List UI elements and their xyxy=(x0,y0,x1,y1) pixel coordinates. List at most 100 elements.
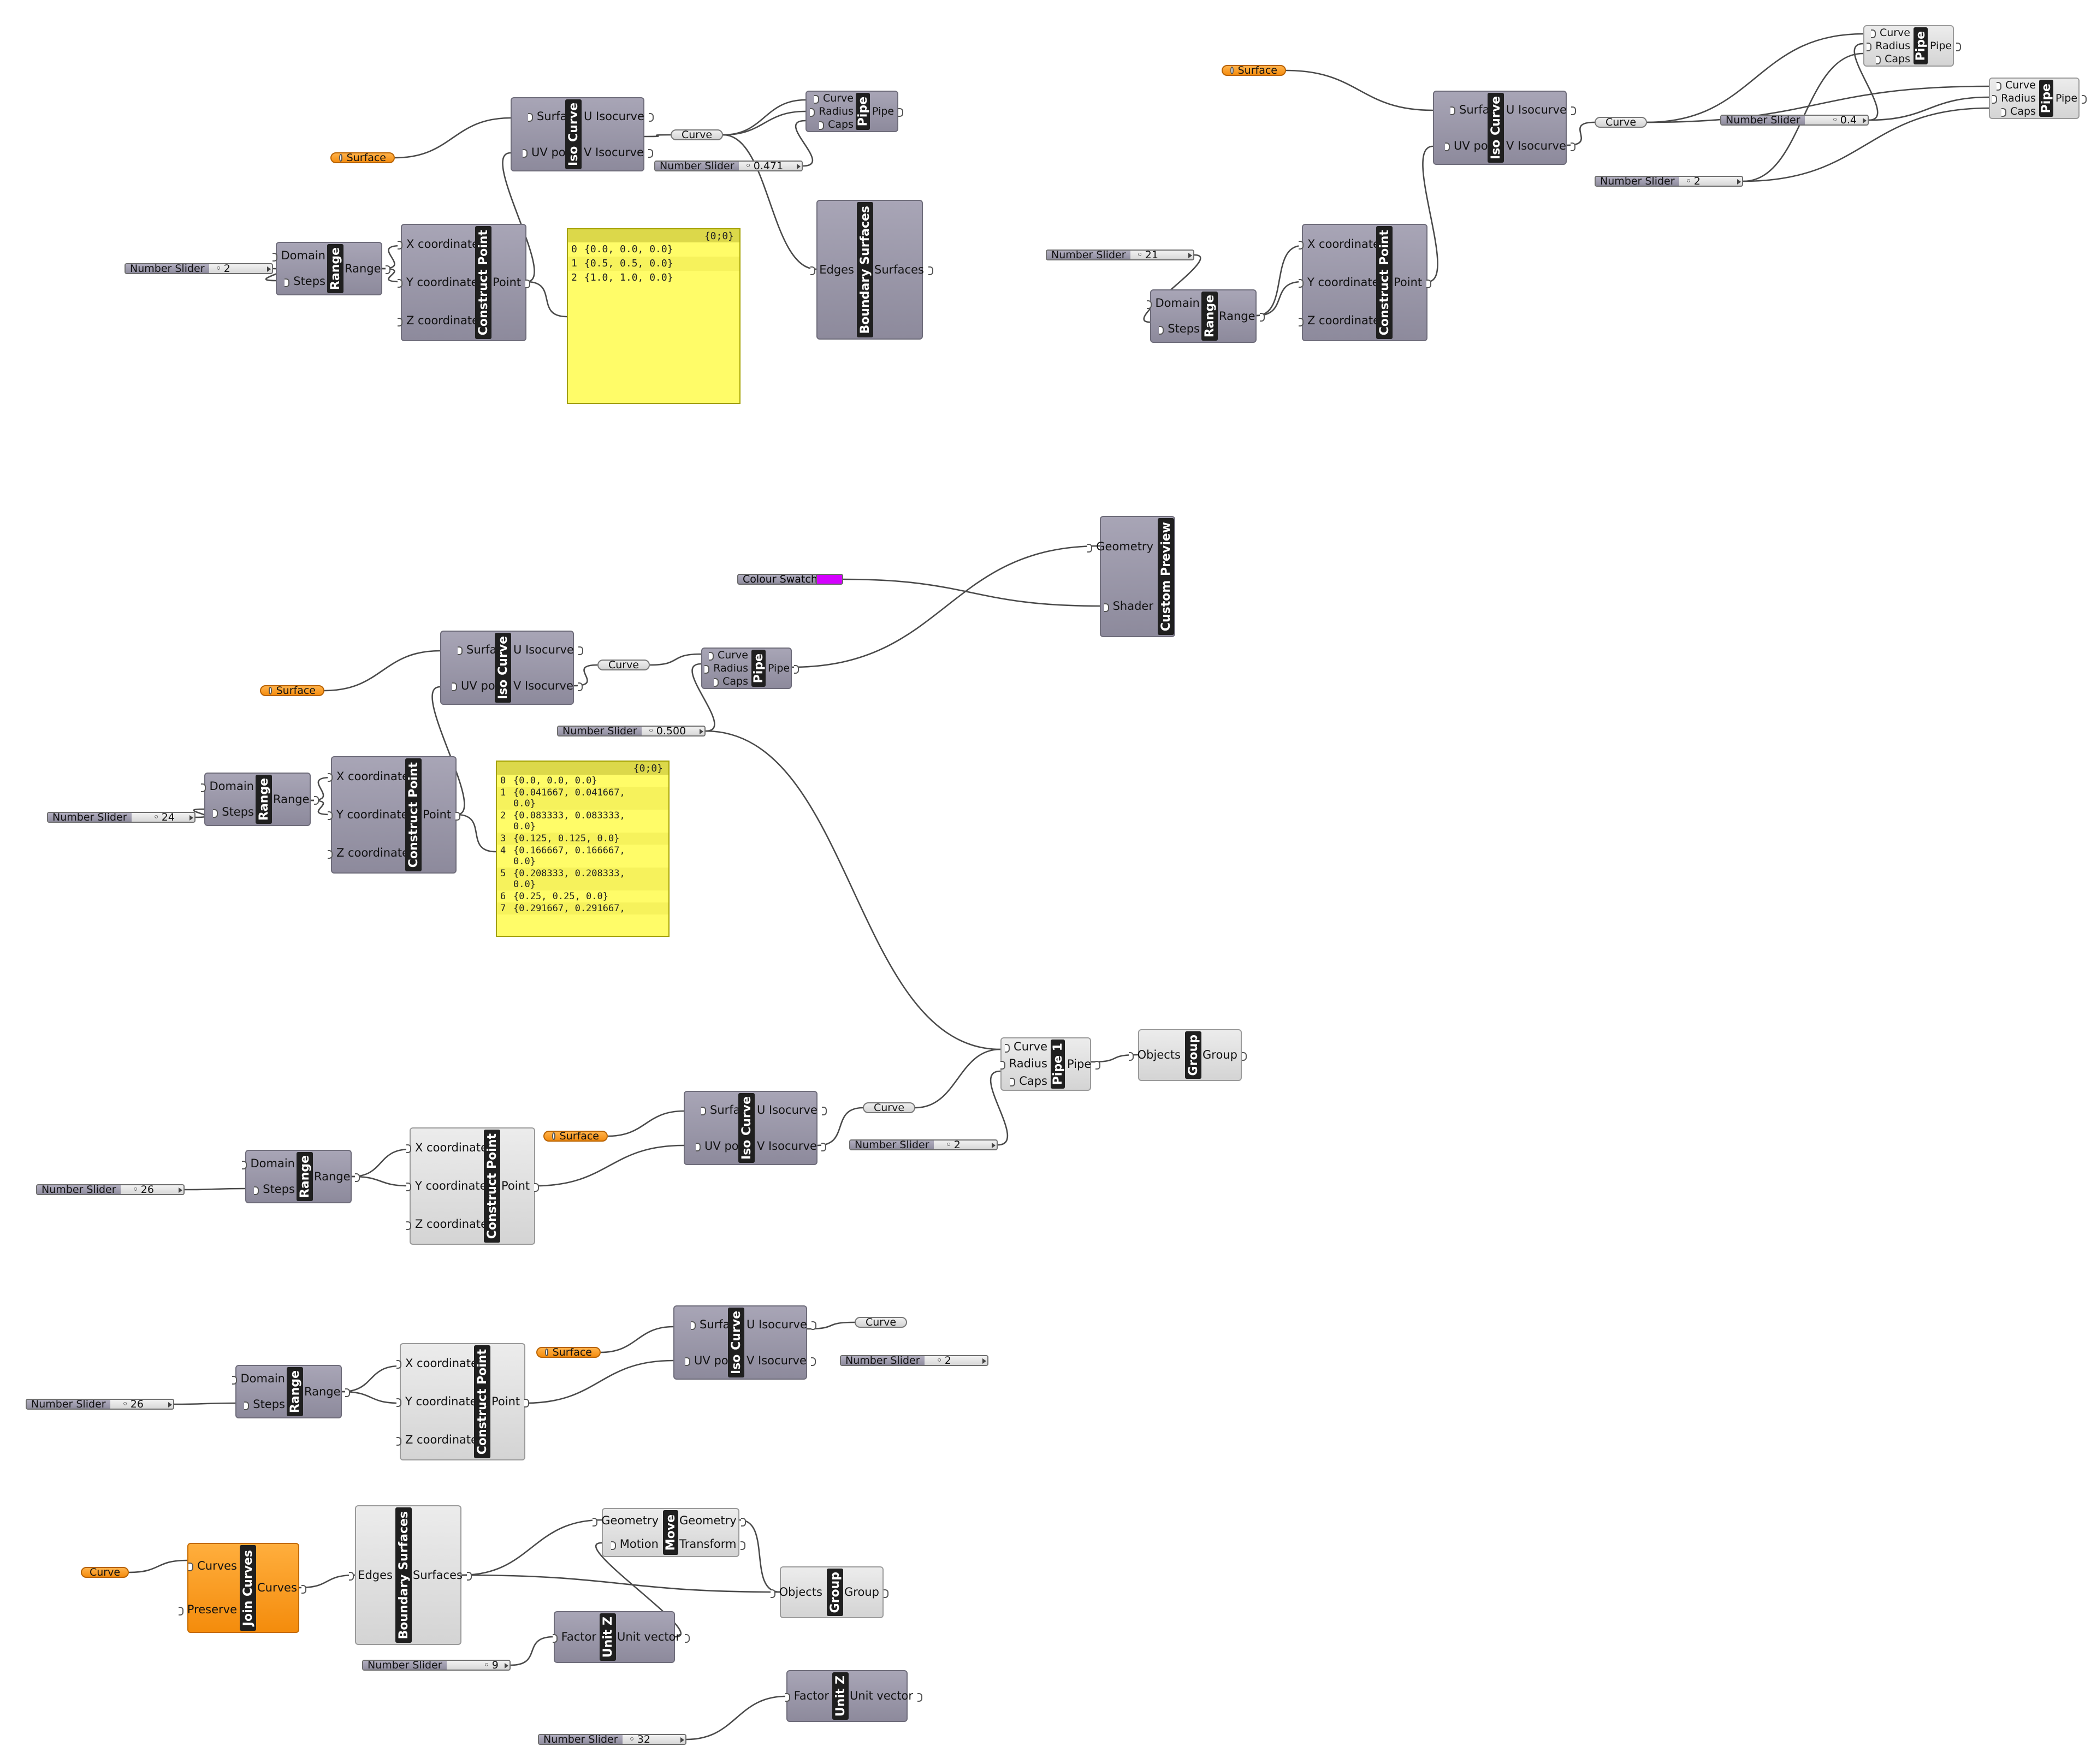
param-icon xyxy=(339,154,342,162)
number-slider[interactable]: Number Slider0.4 xyxy=(1720,115,1869,126)
curve-param[interactable]: Curve xyxy=(81,1566,129,1578)
number-slider[interactable]: Number Slider26 xyxy=(36,1184,185,1195)
wire xyxy=(535,1144,684,1187)
wire xyxy=(915,1048,1001,1109)
wire xyxy=(649,653,702,666)
wire xyxy=(174,1402,236,1405)
wire xyxy=(607,1110,684,1137)
curve-param[interactable]: Curve xyxy=(1595,116,1647,128)
number-slider[interactable]: Number Slider26 xyxy=(26,1399,174,1410)
wire xyxy=(510,1636,554,1666)
wire xyxy=(461,1574,780,1593)
number-slider[interactable]: Number Slider21 xyxy=(1046,250,1194,260)
wire xyxy=(525,1359,674,1404)
panel-row: 7{0.291667, 0.291667, xyxy=(497,902,668,914)
number-slider[interactable]: Number Slider24 xyxy=(47,812,196,823)
wire xyxy=(461,1519,602,1576)
unit-z-component[interactable]: Factor Unit Z Unit vector xyxy=(785,1670,923,1722)
panel-row: 3{0.125, 0.125, 0.0} xyxy=(497,833,668,845)
panel-row: 2{0.083333, 0.083333, 0.0} xyxy=(500,810,625,832)
number-slider[interactable]: Number Slider0.500 xyxy=(557,726,706,737)
wire xyxy=(791,545,1100,668)
number-slider[interactable]: Number Slider2 xyxy=(840,1355,988,1366)
wire xyxy=(526,281,567,318)
wire xyxy=(324,650,441,692)
wire xyxy=(1646,33,1864,123)
wire xyxy=(456,813,496,853)
boundary-surfaces-component[interactable]: Edges Boundary Surfaces Surfaces xyxy=(810,200,933,340)
colour-swatch[interactable]: Colour Swatch xyxy=(737,574,843,585)
panel-row: 2{1.0, 1.0, 0.0} xyxy=(571,272,673,283)
panel-row: 0{0.0, 0.0, 0.0} xyxy=(500,775,597,786)
colour-chip[interactable] xyxy=(816,575,842,584)
wire xyxy=(686,1695,787,1741)
surface-param[interactable]: Surface xyxy=(1222,64,1286,76)
wire xyxy=(1566,121,1595,146)
surface-param[interactable]: Surface xyxy=(543,1130,608,1142)
panel-row: 6{0.25, 0.25, 0.0} xyxy=(500,891,608,902)
number-slider[interactable]: Number Slider2 xyxy=(1595,176,1743,187)
surface-param[interactable]: Surface xyxy=(536,1346,601,1358)
panel-row: 1{0.041667, 0.041667, 0.0} xyxy=(497,787,668,810)
wire xyxy=(722,110,806,136)
curve-param[interactable]: Curve xyxy=(855,1316,907,1328)
curve-param[interactable]: Curve xyxy=(863,1102,915,1114)
panel-row: 5{0.208333, 0.208333, 0.0} xyxy=(497,868,668,890)
wire xyxy=(1868,96,1989,121)
param-icon xyxy=(1230,67,1234,74)
number-slider[interactable]: Number Slider0.471 xyxy=(654,161,803,171)
number-slider[interactable]: Number Slider9 xyxy=(362,1660,511,1671)
curve-param[interactable]: Curve xyxy=(597,659,650,671)
wire xyxy=(128,1559,188,1573)
wire xyxy=(299,1574,356,1589)
wire xyxy=(644,134,671,138)
wire xyxy=(600,1326,674,1353)
points-panel[interactable]: {0;0} 0{0.0, 0.0, 0.0} 1{0.041667, 0.041… xyxy=(496,761,670,937)
boundary-surfaces-component[interactable]: Edges Boundary Surfaces Surfaces xyxy=(349,1505,472,1645)
surface-param[interactable]: Surface xyxy=(330,152,395,164)
number-slider[interactable]: Number Slider2 xyxy=(125,263,273,274)
wire xyxy=(351,1148,410,1178)
wire xyxy=(341,1391,400,1404)
surface-param[interactable]: Surface xyxy=(260,685,324,697)
points-panel[interactable]: {0;0} 0{0.0, 0.0, 0.0} 1{0.5, 0.5, 0.0} … xyxy=(567,228,741,404)
wire xyxy=(1256,281,1302,317)
group-component[interactable]: Objects Group Group xyxy=(1128,1029,1247,1081)
wire xyxy=(843,578,1100,607)
wire xyxy=(1256,245,1302,317)
wire xyxy=(722,99,806,136)
number-slider[interactable]: Number Slider32 xyxy=(538,1734,686,1745)
curve-param[interactable]: Curve xyxy=(671,129,723,141)
wire xyxy=(394,117,511,159)
number-slider[interactable]: Number Slider2 xyxy=(849,1139,998,1150)
group-component[interactable]: Objects Group Group xyxy=(770,1566,888,1618)
wire xyxy=(184,1187,246,1191)
unit-z-component[interactable]: Factor Unit Z Unit vector xyxy=(552,1611,690,1663)
param-icon xyxy=(545,1349,548,1356)
wire xyxy=(705,730,1001,1050)
